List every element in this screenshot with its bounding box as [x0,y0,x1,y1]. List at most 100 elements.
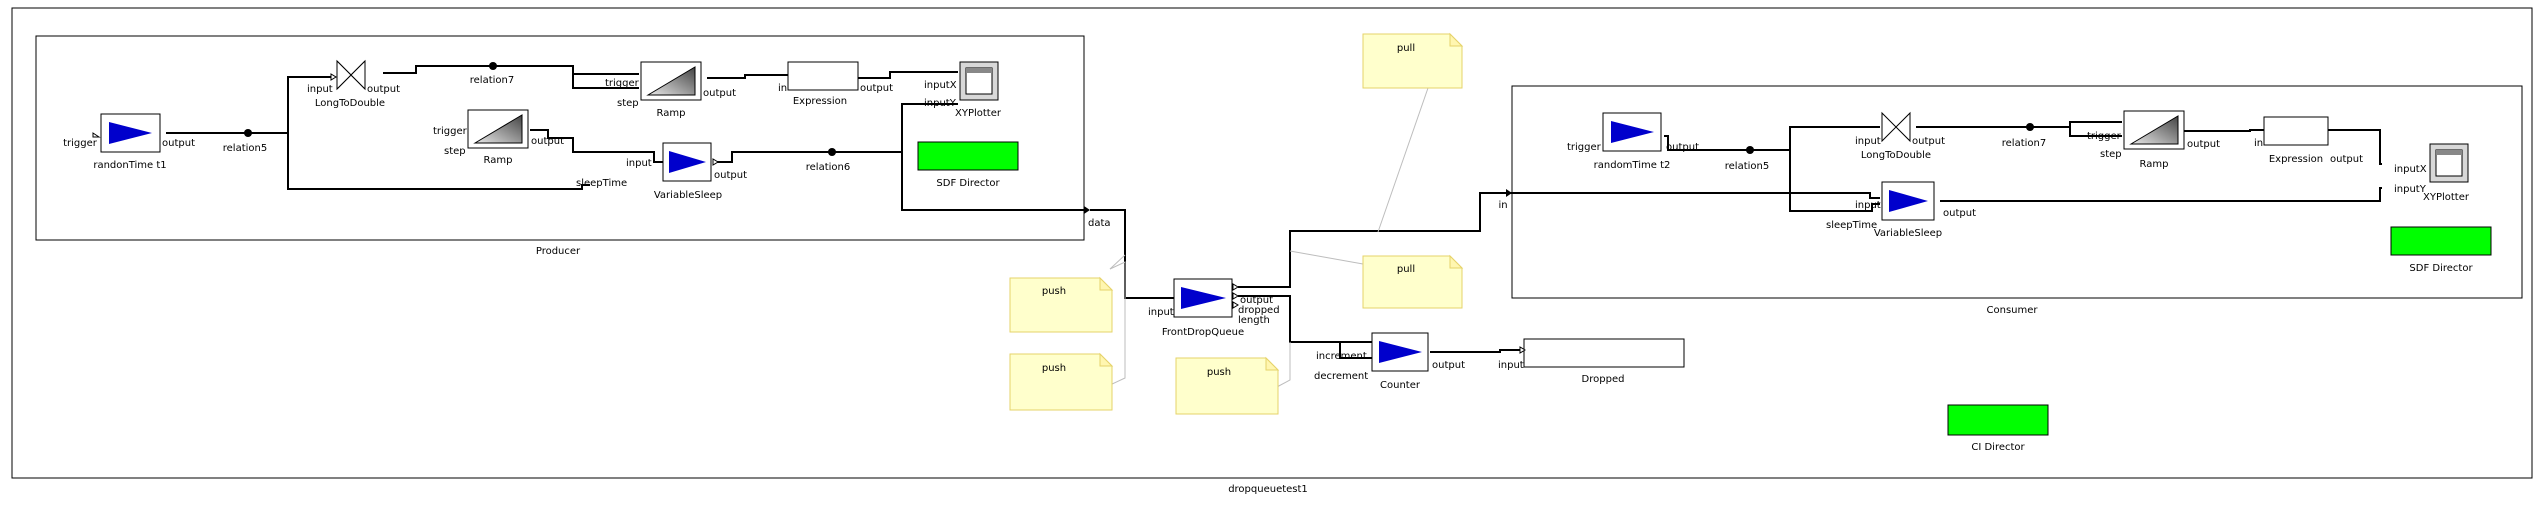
port-label-trigger: trigger [605,78,640,89]
port-label-step: step [617,98,639,109]
actor-label: XYPlotter [955,108,1002,119]
actor-label: Ramp [657,108,686,119]
port-label-input: input [1855,200,1881,211]
actor-label: XYPlotter [2423,192,2470,203]
producer-long-to-double-actor[interactable]: input output LongToDouble [307,59,400,109]
actor-label: Ramp [484,155,513,166]
front-drop-queue-actor[interactable]: input output dropped length FrontDropQue… [1148,278,1280,338]
port-label-output: output [703,88,736,99]
relation6-label: relation6 [806,162,850,173]
consumer-wires [1512,121,2382,212]
consumer-long-to-double-actor[interactable]: input output LongToDouble [1855,111,1945,161]
producer-expression-actor[interactable]: in output Expression [778,61,893,107]
producer-frame [35,35,1085,241]
actor-label: LongToDouble [315,98,385,109]
port-label-input: input [1855,136,1881,147]
consumer-composite[interactable]: Consumer in trigger output randomTime t2… [1498,85,2523,316]
director-label: SDF Director [2409,263,2473,274]
actor-label: randonTime t1 [93,160,166,171]
consumer-xyplotter-actor[interactable]: inputX inputY XYPlotter [2394,143,2470,203]
producer-composite[interactable]: Producer trigger output [35,35,1111,257]
consumer-label: Consumer [1987,305,2039,316]
ramp-icon [2129,115,2179,145]
relation5-label: relation5 [1725,161,1769,172]
model-frame [11,7,2533,479]
actor-label: FrontDropQueue [1162,327,1244,338]
producer-xyplotter-actor[interactable]: inputX inputY XYPlotter [924,61,1002,119]
port-label-step: step [444,146,466,157]
port-label-dropped: dropped [1238,305,1280,316]
port-label-inputY: inputY [924,98,957,109]
note-links [1109,87,1429,389]
port-label-trigger: trigger [63,138,98,149]
port-label-decrement: decrement [1314,371,1368,382]
ramp-icon [646,66,696,96]
note-text: pull [1397,43,1415,54]
actor-label: Ramp [2140,159,2169,170]
port-label-output: output [1666,142,1699,153]
consumer-expression-actor[interactable]: in output Expression [2254,116,2363,165]
blue-triangle-icon [669,151,706,173]
port-label-output: output [162,138,195,149]
producer-label: Producer [536,246,581,257]
note-push-3[interactable]: push [1175,356,1280,415]
port-label-step: step [2100,149,2122,160]
port-label-inputX: inputX [2394,164,2427,175]
actor-label: Dropped [1582,374,1625,385]
producer-ramp-actor[interactable]: trigger step output Ramp [605,61,736,119]
actor-label: Expression [2269,154,2323,165]
port-label-sleeptime: sleepTime [576,178,627,189]
note-text: push [1042,363,1066,374]
actor-label: VariableSleep [654,190,722,201]
port-label-in: in [778,83,787,94]
producer-sdf-director[interactable]: SDF Director [917,141,1019,189]
producer-random-time-actor[interactable]: trigger output randonTime t1 [63,113,195,171]
port-label-output: output [860,83,893,94]
bowtie-icon [1881,111,1897,143]
note-text: pull [1397,264,1415,275]
toplevel-wires [1090,189,1520,359]
port-label-in: in [2254,138,2263,149]
port-label-length: length [1238,315,1270,326]
relation7-label: relation7 [2002,138,2046,149]
actor-label: Expression [793,96,847,107]
model-title: dropqueuetest1 [1228,484,1308,495]
blue-triangle-icon [1181,287,1226,309]
producer-variable-sleep-actor[interactable]: input sleepTime output VariableSleep [576,142,747,201]
blue-triangle-icon [1379,341,1422,363]
port-label-output: output [1943,208,1976,219]
port-label-inputY: inputY [2394,184,2427,195]
port-label-output: output [1912,136,1945,147]
director-label: CI Director [1971,442,2025,453]
blue-triangle-icon [1611,121,1654,143]
note-push-2[interactable]: push [1009,352,1114,411]
port-label-trigger: trigger [433,126,468,137]
producer-ramp2-actor[interactable]: trigger step output Ramp [433,109,564,166]
port-label-trigger: trigger [1567,142,1602,153]
blue-triangle-icon [109,122,152,144]
consumer-sdf-director[interactable]: SDF Director [2390,226,2492,274]
consumer-variable-sleep-actor[interactable]: input sleepTime output VariableSleep [1826,181,1976,239]
dropped-display-actor[interactable]: input Dropped [1498,338,1685,385]
director-label: SDF Director [936,178,1000,189]
consumer-ramp-actor[interactable]: trigger step output Ramp [2087,110,2220,170]
note-pull-top[interactable]: pull [1362,32,1464,89]
port-label-output: output [1240,295,1273,306]
port-label-input: input [1498,360,1524,371]
consumer-port-in: in [1498,200,1507,211]
note-text: push [1042,286,1066,297]
actor-label: LongToDouble [1861,150,1931,161]
note-pull-mid[interactable]: pull [1362,254,1464,309]
actor-label: VariableSleep [1874,228,1942,239]
counter-actor[interactable]: increment decrement output Counter [1314,332,1465,391]
note-push-1[interactable]: push [1009,276,1114,333]
blue-triangle-icon [1889,190,1928,212]
note-text: push [1207,367,1231,378]
consumer-random-time-actor[interactable]: trigger output randomTime t2 [1567,112,1699,171]
port-label-inputX: inputX [924,80,957,91]
relation5-label: relation5 [223,143,267,154]
port-label-input: input [626,158,652,169]
ci-director[interactable]: CI Director [1947,404,2049,453]
port-label-output: output [367,84,400,95]
